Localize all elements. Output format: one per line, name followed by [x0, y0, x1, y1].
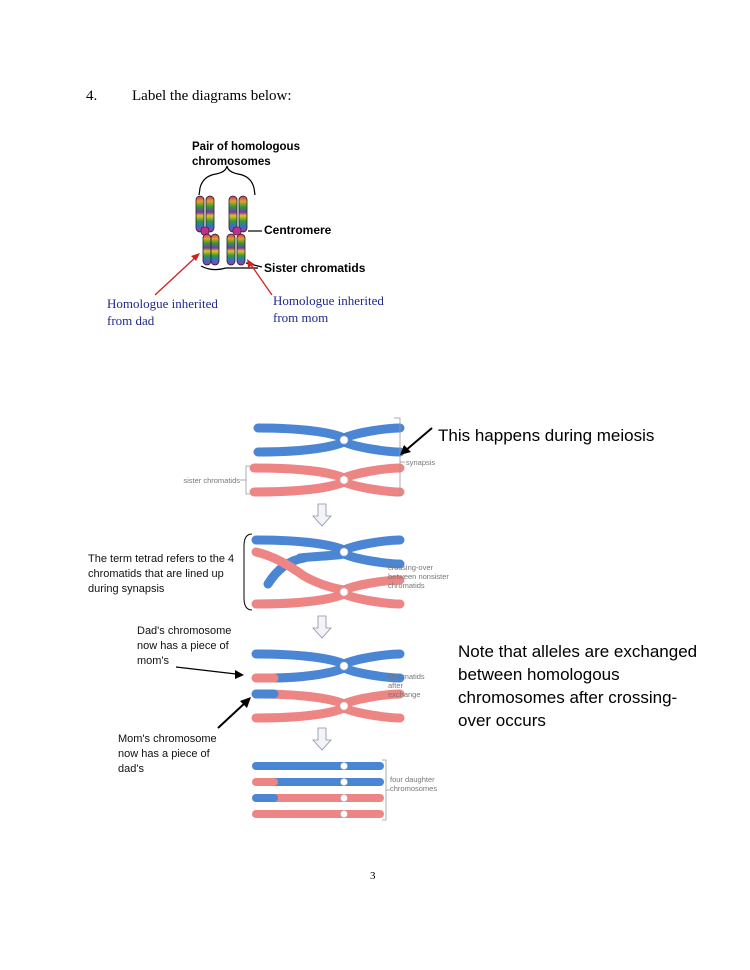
four-daughter-chromosomes-label: four daughter chromosomes — [390, 775, 438, 793]
left-chromosome — [195, 195, 220, 266]
down-arrow-1 — [312, 503, 332, 527]
stage-after-exchange — [251, 649, 405, 723]
sister-chromatids-small-label: sister chromatids — [183, 476, 240, 485]
chromatids-after-exchange-label: chromatids after exchange — [388, 672, 425, 699]
centromere-label: Centromere — [264, 223, 332, 237]
stage-crossing-over — [251, 535, 405, 609]
down-arrow-2 — [312, 615, 332, 639]
question-number: 4. — [86, 88, 98, 104]
homologue-dad-label: Homologue inherited from dad — [107, 296, 218, 328]
down-arrow-3 — [312, 727, 332, 751]
crossing-over-label: crossing-over between nonsister chromati… — [388, 563, 449, 590]
pair-of-homologous-label: Pair of homologous chromosomes — [192, 141, 300, 168]
happens-during-meiosis-label: This happens during meiosis — [438, 426, 655, 445]
dad-chromosome-note: Dad's chromosome now has a piece of mom'… — [137, 625, 232, 667]
sister-chromatids-label: Sister chromatids — [264, 261, 366, 275]
stage-daughter-chromosomes — [252, 762, 384, 818]
page-number: 3 — [370, 870, 376, 882]
tetrad-note: The term tetrad refers to the 4 chromati… — [88, 553, 235, 595]
mom-chromosome-note: Mom's chromosome now has a piece of dad'… — [118, 733, 217, 775]
question-text: Label the diagrams below: — [132, 88, 292, 104]
alleles-exchanged-note: Note that alleles are exchanged between … — [458, 642, 698, 730]
synapsis-label: synapsis — [406, 458, 436, 467]
homologue-mom-label: Homologue inherited from mom — [273, 293, 384, 325]
right-chromosome — [226, 195, 248, 266]
stage-synapsis — [249, 423, 405, 497]
